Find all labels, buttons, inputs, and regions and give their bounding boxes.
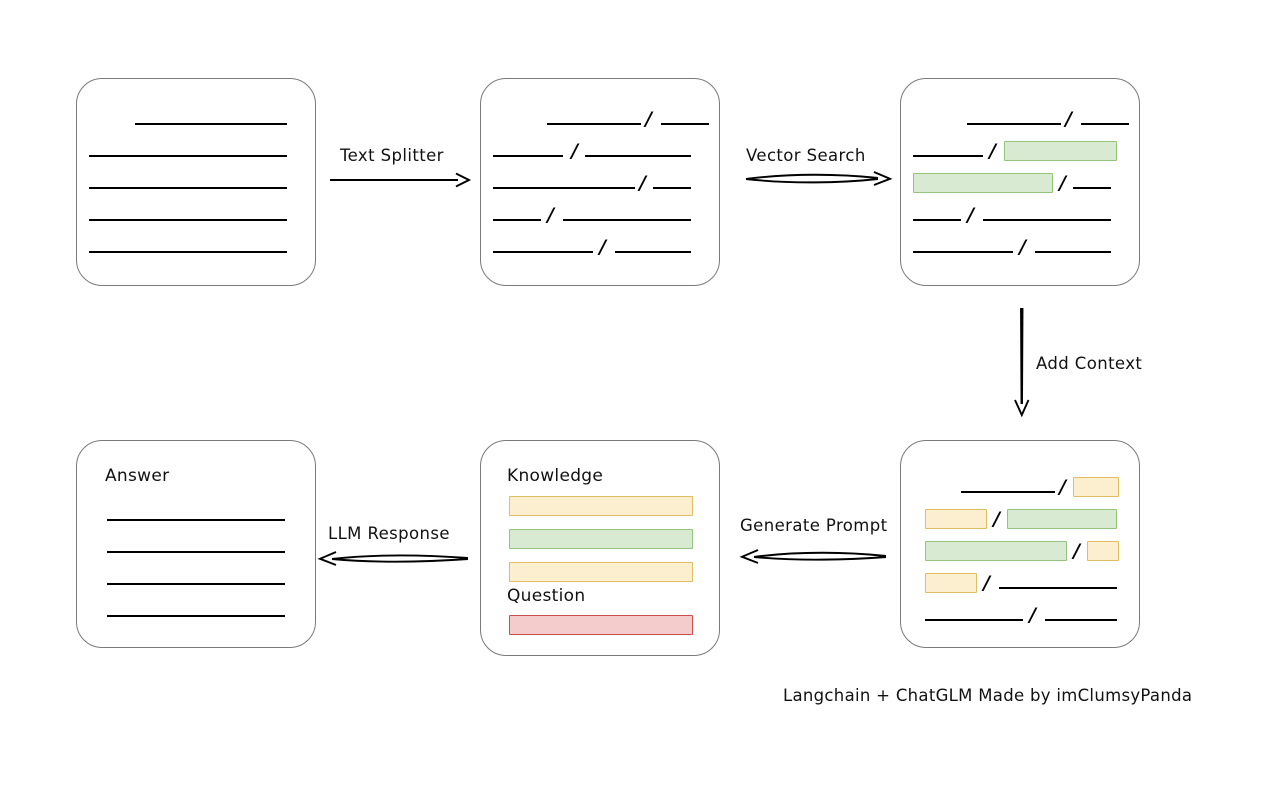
text-rule xyxy=(89,187,287,189)
arrow-label-text-splitter: Text Splitter xyxy=(340,146,444,165)
text-rule xyxy=(493,251,593,253)
text-rule xyxy=(983,219,1111,221)
context-chunk-green xyxy=(925,541,1067,561)
text-rule xyxy=(89,155,287,157)
chunk-separator: / xyxy=(967,204,974,226)
text-rule xyxy=(913,155,983,157)
context-chunk-yellow xyxy=(1087,541,1119,561)
text-rule xyxy=(493,187,635,189)
text-rule xyxy=(1081,123,1129,125)
node-answer[interactable]: Answer xyxy=(76,440,316,648)
text-rule xyxy=(493,155,563,157)
text-rule xyxy=(585,155,691,157)
text-rule xyxy=(661,123,709,125)
knowledge-bar-green xyxy=(509,529,693,549)
text-rule xyxy=(913,219,961,221)
arrow-label-llm-response: LLM Response xyxy=(328,524,450,543)
arrow-label-generate-prompt: Generate Prompt xyxy=(740,516,888,535)
retrieved-chunk-green xyxy=(1004,141,1117,161)
text-rule xyxy=(89,251,287,253)
text-rule xyxy=(1035,251,1111,253)
chunk-separator: / xyxy=(571,140,578,162)
node-retrieved-chunks[interactable]: / / / / / xyxy=(900,78,1140,286)
text-rule xyxy=(615,251,691,253)
text-rule xyxy=(107,519,285,521)
text-rule xyxy=(107,615,285,617)
chunk-separator: / xyxy=(1019,236,1026,258)
knowledge-bar-yellow xyxy=(509,562,693,582)
chunk-separator: / xyxy=(645,108,652,130)
node-context-chunks[interactable]: / / / / / xyxy=(900,440,1140,648)
footer-credit: Langchain + ChatGLM Made by imClumsyPand… xyxy=(783,686,1193,705)
question-bar-red xyxy=(509,615,693,635)
knowledge-bar-yellow xyxy=(509,496,693,516)
text-rule xyxy=(1045,619,1117,621)
context-chunk-yellow xyxy=(1073,477,1119,497)
chunk-separator: / xyxy=(993,508,1000,530)
prompt-heading-question: Question xyxy=(507,586,586,606)
node-source-document[interactable] xyxy=(76,78,316,286)
text-rule xyxy=(107,551,285,553)
node-prompt[interactable]: Knowledge Question xyxy=(480,440,720,656)
text-rule xyxy=(89,219,287,221)
arrow-text-splitter xyxy=(330,172,472,188)
text-rule xyxy=(925,619,1023,621)
text-rule xyxy=(135,123,287,125)
chunk-separator: / xyxy=(1029,604,1036,626)
arrow-generate-prompt xyxy=(739,549,887,564)
chunk-separator: / xyxy=(639,172,646,194)
chunk-separator: / xyxy=(1059,172,1066,194)
arrow-add-context xyxy=(1014,307,1030,418)
chunk-separator: / xyxy=(1059,476,1066,498)
text-rule xyxy=(967,123,1061,125)
text-rule xyxy=(653,187,691,189)
chunk-separator: / xyxy=(983,572,990,594)
arrow-label-vector-search: Vector Search xyxy=(746,146,866,165)
chunk-separator: / xyxy=(989,140,996,162)
text-rule xyxy=(913,251,1013,253)
text-rule xyxy=(1073,187,1111,189)
prompt-heading-knowledge: Knowledge xyxy=(507,466,604,486)
retrieved-chunk-green xyxy=(913,173,1053,193)
chunk-separator: / xyxy=(1073,540,1080,562)
text-rule xyxy=(563,219,691,221)
answer-title: Answer xyxy=(105,466,170,486)
arrow-llm-response xyxy=(317,551,469,566)
text-rule xyxy=(999,587,1117,589)
text-rule xyxy=(961,491,1055,493)
chunk-separator: / xyxy=(599,236,606,258)
arrow-label-add-context: Add Context xyxy=(1036,354,1143,373)
text-rule xyxy=(547,123,641,125)
text-rule xyxy=(107,583,285,585)
text-rule xyxy=(493,219,541,221)
chunk-separator: / xyxy=(1065,108,1072,130)
context-chunk-yellow xyxy=(925,509,987,529)
context-chunk-green xyxy=(1007,509,1117,529)
node-split-chunks[interactable]: / / / / / xyxy=(480,78,720,286)
chunk-separator: / xyxy=(547,204,554,226)
context-chunk-yellow xyxy=(925,573,977,593)
arrow-vector-search xyxy=(745,171,893,186)
